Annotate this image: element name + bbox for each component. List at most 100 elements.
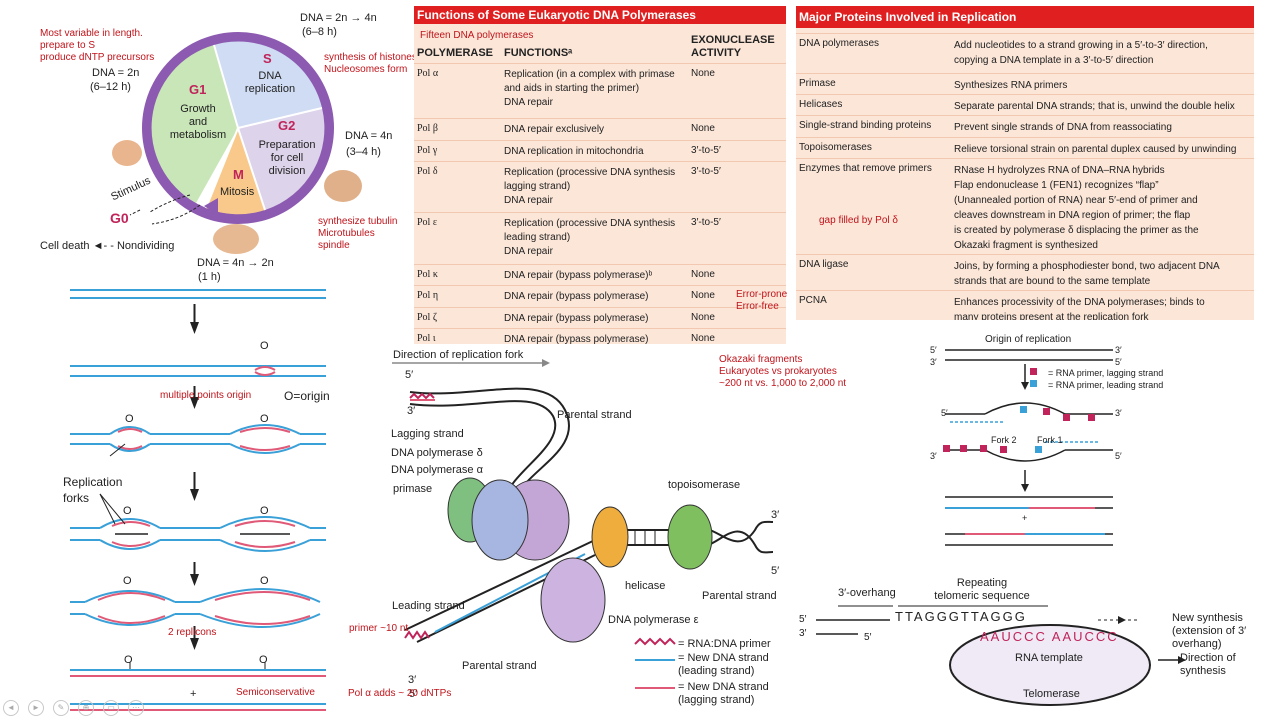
g0-arrows [129,194,201,225]
primer-length-note: primer ~10 nt [349,623,409,634]
parental-strand-bottom-label: Parental strand [462,660,537,672]
origin-o: O [260,505,269,517]
multiple-origin-note: multiple points origin [160,390,252,401]
g2-text: Preparation for cell division [258,139,316,177]
dna-right-time: (3–4 h) [346,146,381,158]
polymerase-table-title-bar: Functions of Some Eukaryotic DNA Polymer… [414,6,786,24]
origin-3prime-mid-right: 3′ [1115,408,1122,418]
m-sector [206,128,265,215]
telomerase-label: Telomerase [1023,688,1080,700]
overhang-label: 3′-overhang [838,587,896,599]
cell-g2-icon [324,170,362,202]
telomere-5prime: 5′ [799,614,807,625]
pen-icon[interactable]: ✎ [53,700,69,716]
cell-mitosis-icon [213,224,259,254]
telomere-5prime-strand: 5′ [864,632,872,643]
g1-sector [151,45,238,203]
cell-g0-icon [112,140,142,166]
next-slide-button[interactable]: ► [28,700,44,716]
col-polymerase: POLYMERASE [417,47,494,59]
origin-5prime-mid-right: 5′ [1115,451,1122,461]
g1-text: Growth and metabolism [169,103,227,141]
fork-5prime-bottom: 5′ [409,688,418,700]
legend-rna-primer: = RNA:DNA primer [678,638,771,650]
g2-title: G2 [278,118,296,133]
dna-right: DNA = 4n [345,130,393,142]
parental-strand-top-label: Parental strand [557,409,632,421]
origin-3prime: 3′ [930,357,937,367]
more-icon[interactable]: ⋯ [128,700,144,716]
origin-5prime-mid: 5′ [941,408,948,418]
g1-title: G1 [189,82,207,97]
slides-icon[interactable]: ▭ [103,700,119,716]
origin-o: O [260,413,269,425]
error-prone-note: Error-prone [736,289,788,300]
gap-note: gap filled by Pol δ [819,215,898,226]
fork-5prime-right: 5′ [771,565,780,577]
pol-alpha-adds-note: Pol α adds ~ 20 dNTPs [348,688,452,699]
pol-epsilon-label: DNA polymerase ε [608,614,699,626]
fork2-label: Fork 2 [991,435,1017,445]
error-free-note: Error-free [736,301,779,312]
dna-left-time: (6–12 h) [90,81,131,93]
helicase-label: helicase [625,580,666,592]
s-sector [214,41,322,128]
fork-3prime-right: 3′ [771,509,780,521]
m-text: Mitosis [220,186,255,198]
replicon-diagram [70,289,326,711]
s-text: DNA replication [244,70,296,95]
origin-o: O [260,340,269,352]
telomere-seq: TTAGGGTTAGGG [895,609,1027,624]
pol-epsilon-blob [540,557,606,643]
origin-o: O [124,654,133,666]
polymerases-note: Fifteen DNA polymerases [420,30,534,41]
origin-3prime-mid: 3′ [930,451,937,461]
primase-label: primase [393,483,433,495]
s-title: S [263,51,272,66]
helicase-blob [591,506,629,568]
proteins-table-title-bar: Major Proteins Involved in Replication [796,6,1254,28]
origin-5prime-right: 5′ [1115,357,1122,367]
legend-new-lagging: = New DNA strand (lagging strand) [678,681,769,706]
plus-sign: + [190,688,197,700]
new-synthesis-label: New synthesis (extension of 3′ overhang) [1172,612,1247,650]
topoisomerase-label: topoisomerase [668,479,741,491]
telomerase-diagram [816,605,1186,706]
cell-cycle-diagram [142,32,334,224]
down-arrow-icon [190,322,199,334]
origin-plus: + [1022,513,1028,523]
prev-slide-button[interactable]: ◄ [3,700,19,716]
origin-5prime: 5′ [930,345,937,355]
parental-strand-right-label: Parental strand [702,590,777,602]
legend-new-leading: = New DNA strand (leading strand) [678,652,769,677]
proteins-table-title: Major Proteins Involved in Replication [799,10,1017,24]
legend-primer-leading: = RNA primer, leading strand [1048,380,1164,390]
direction-synthesis-label: Direction of synthesis [1180,652,1236,677]
rna-seq: AAUCCC AAUCCC [980,629,1119,644]
okazaki-note: Okazaki fragments Eukaryotes vs prokaryo… [719,354,847,389]
dna-top: DNA = 2n → 4n [300,12,377,24]
dna-bottom-time: (1 h) [198,271,221,283]
legend-primer-lagging: = RNA primer, lagging strand [1048,368,1164,378]
proteins-table: Major Proteins Involved in Replication D… [796,6,1254,320]
zoom-icon[interactable]: ⊕ [78,700,94,716]
leading-strand-label: Leading strand [392,600,465,612]
fork-direction-arrow [392,359,550,367]
origin-o: O [259,654,268,666]
pol-delta-label: DNA polymerase δ [391,447,483,459]
